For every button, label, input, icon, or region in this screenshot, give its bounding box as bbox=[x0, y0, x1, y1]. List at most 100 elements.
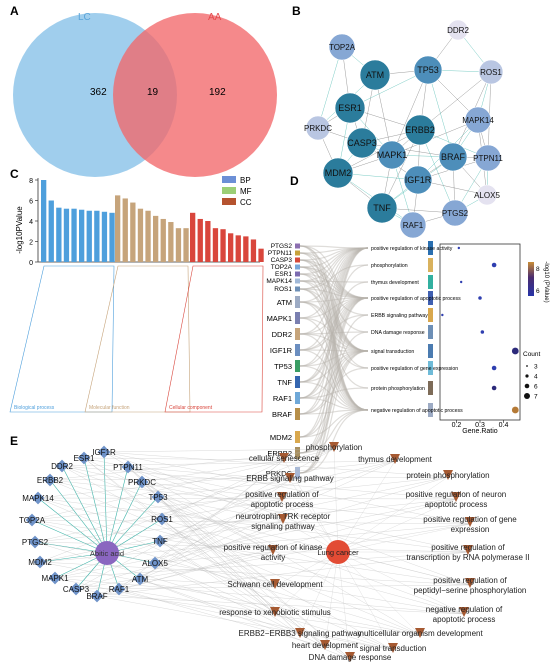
e-edge-target-pathway bbox=[139, 520, 284, 580]
e-pathway-label: apoptotic process bbox=[425, 500, 488, 509]
d-gene-bar bbox=[295, 271, 300, 277]
d-gene-bar bbox=[295, 328, 300, 340]
c-bar-bp bbox=[109, 212, 115, 262]
d-link bbox=[299, 301, 369, 411]
e-pathway-node bbox=[285, 473, 295, 483]
c-legend: BP MF CC bbox=[222, 176, 252, 207]
d-link bbox=[299, 245, 369, 369]
e-edge-disease bbox=[324, 551, 339, 648]
e-pathway-label: neurotrophin TRK receptor bbox=[236, 512, 331, 521]
d-gene-label: BRAF bbox=[272, 410, 292, 419]
e-pathway-label: positive regulation of gene bbox=[423, 515, 517, 524]
e-target-label: ATM bbox=[132, 575, 149, 584]
e-target-label: MAPK14 bbox=[22, 494, 54, 503]
d-link bbox=[299, 252, 369, 411]
d-gene-label: MAPK14 bbox=[266, 278, 292, 285]
d-size-legend-label: 6 bbox=[534, 384, 538, 391]
d-dot bbox=[478, 296, 482, 300]
e-edge-target-pathway bbox=[34, 498, 457, 543]
e-target-label: ERBB2 bbox=[37, 476, 64, 485]
e-edge-target-pathway bbox=[61, 465, 465, 615]
d-link bbox=[299, 365, 369, 411]
d-link bbox=[299, 409, 369, 438]
d-link bbox=[299, 245, 369, 352]
c-bar-bp bbox=[48, 200, 54, 262]
e-edge-target-pathway bbox=[61, 465, 469, 553]
d-gene-label: PTPN11 bbox=[268, 250, 292, 257]
e-pathway-label: expression bbox=[451, 525, 490, 534]
d-link bbox=[299, 314, 369, 351]
ppi-node-prkdc bbox=[305, 115, 331, 141]
e-edge-target-pathway bbox=[83, 457, 283, 500]
ppi-node-ptpn11 bbox=[474, 144, 502, 172]
e-edge-target-pathway bbox=[103, 451, 449, 478]
c-legend-label: BP bbox=[240, 176, 251, 185]
c-bar-bp bbox=[71, 208, 77, 262]
ppi-node-alox5 bbox=[476, 184, 498, 206]
ppi-edge bbox=[427, 69, 454, 158]
e-pathway-label: response to xenobiotic stimulus bbox=[219, 608, 331, 617]
e-pathway-node bbox=[451, 492, 461, 502]
d-dot bbox=[491, 262, 497, 268]
e-edge-disease bbox=[337, 551, 471, 586]
e-target-label: PTGS2 bbox=[22, 538, 49, 547]
d-gene-bar bbox=[295, 408, 300, 420]
d-link bbox=[299, 301, 369, 369]
d-link bbox=[299, 297, 369, 454]
c-bars bbox=[41, 180, 264, 262]
c-bar-bp bbox=[41, 180, 47, 262]
c-y-axis-label: -log10PValue bbox=[15, 206, 24, 254]
e-pathway-label: positive regulation of bbox=[433, 576, 507, 585]
c-legend-label: MF bbox=[240, 187, 252, 196]
d-gene-bar bbox=[295, 243, 300, 249]
e-pathway-label: signaling pathway bbox=[251, 522, 315, 531]
e-edge-target-pathway bbox=[161, 518, 276, 615]
e-edge-target-pathway bbox=[103, 448, 335, 453]
c-tick-label: 4 bbox=[29, 219, 33, 226]
c-legend-swatch bbox=[222, 198, 236, 205]
d-gene-label: DDR2 bbox=[272, 330, 292, 339]
d-gene-bar bbox=[295, 250, 300, 256]
d-link bbox=[299, 247, 369, 415]
d-x-tick-label: 0.4 bbox=[499, 422, 509, 429]
venn-label-lc: LC bbox=[78, 12, 91, 23]
c-bar-cc bbox=[235, 235, 241, 262]
e-pathway-node bbox=[295, 628, 305, 638]
e-target-label: CASP3 bbox=[63, 585, 90, 594]
e-edge-target-pathway bbox=[54, 551, 469, 579]
d-size-legend-dot bbox=[526, 365, 528, 367]
c-bar-mf bbox=[175, 228, 182, 262]
venn-count-intersection: 19 bbox=[147, 87, 159, 98]
ppi-node-label: CASP3 bbox=[347, 138, 377, 148]
d-link bbox=[299, 297, 369, 335]
c-bar-mf bbox=[160, 218, 166, 262]
d-x-axis-label: Gene.Ratio bbox=[462, 428, 498, 435]
e-pathway-node bbox=[465, 517, 475, 527]
d-x-tick-label: 0.3 bbox=[475, 422, 485, 429]
e-pathway-node bbox=[415, 628, 425, 638]
d-gene-label: ATM bbox=[277, 298, 292, 307]
d-link bbox=[299, 333, 369, 352]
d-size-legend-dot bbox=[525, 374, 529, 378]
c-bar-mf bbox=[130, 202, 136, 262]
c-bar-mf bbox=[145, 210, 151, 262]
e-target-label: PTPN11 bbox=[113, 463, 143, 472]
e-edge-target-pathway bbox=[141, 459, 285, 483]
ppi-edge bbox=[391, 69, 429, 156]
e-edge-target-pathway bbox=[157, 479, 291, 498]
c-legend-label: CC bbox=[240, 198, 252, 207]
e-edge-target-pathway bbox=[157, 496, 284, 522]
d-link bbox=[299, 247, 369, 268]
e-target-node-prkdc bbox=[135, 475, 149, 489]
d-link bbox=[299, 280, 369, 411]
e-pathway-node bbox=[329, 442, 339, 452]
e-hub-abitic-acid bbox=[95, 541, 119, 565]
e-target-label: RAF1 bbox=[109, 585, 130, 594]
c-bar-cc bbox=[258, 248, 264, 262]
ppi-node-ddr2 bbox=[447, 19, 469, 41]
d-term-label: phosphorylation bbox=[371, 263, 408, 269]
e-edge-target-pathway bbox=[141, 481, 276, 615]
d-link bbox=[299, 247, 369, 290]
d-link bbox=[299, 266, 369, 316]
